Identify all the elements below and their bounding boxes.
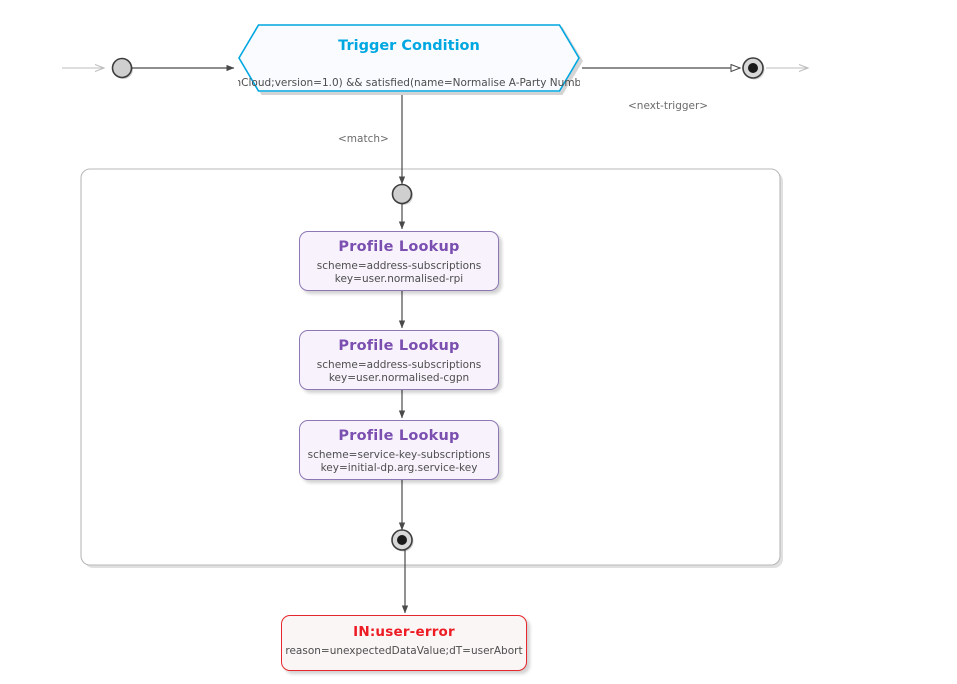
trigger-condition-outline <box>238 24 580 92</box>
profile-lookup-title-2: Profile Lookup <box>338 338 460 354</box>
trigger-condition-title: Trigger Condition <box>338 38 480 54</box>
edge-label-next-trigger: <next-trigger> <box>628 100 709 112</box>
edge-label-match: <match> <box>338 133 389 145</box>
outer-start-node[interactable] <box>111 57 134 80</box>
inner-final-node[interactable] <box>391 529 414 552</box>
user-error-title: IN:user-error <box>353 624 455 640</box>
trigger-condition-node[interactable]: Trigger Condition =OpenCloud;version=1.0… <box>238 24 583 95</box>
outer-final-node[interactable] <box>742 57 765 80</box>
profile-lookup-detail-3: scheme=service-key-subscriptions key=ini… <box>307 449 491 474</box>
profile-lookup-detail-2: scheme=address-subscriptions key=user.no… <box>316 359 482 384</box>
trigger-condition-detail: =OpenCloud;version=1.0) && satisfied(nam… <box>238 77 580 89</box>
inner-start-node[interactable] <box>391 183 414 206</box>
profile-lookup-node-3[interactable]: Profile Lookup scheme=service-key-subscr… <box>299 420 499 480</box>
profile-lookup-detail-1: scheme=address-subscriptions key=user.no… <box>316 260 482 285</box>
profile-lookup-title-3: Profile Lookup <box>338 428 460 444</box>
trigger-condition-body <box>238 24 580 92</box>
profile-lookup-node-1[interactable]: Profile Lookup scheme=address-subscripti… <box>299 231 499 291</box>
profile-lookup-node-2[interactable]: Profile Lookup scheme=address-subscripti… <box>299 330 499 390</box>
user-error-detail: reason=unexpectedDataValue;dT=userAbort <box>285 645 523 657</box>
user-error-node[interactable]: IN:user-error reason=unexpectedDataValue… <box>281 615 527 671</box>
profile-lookup-title-1: Profile Lookup <box>338 239 460 255</box>
